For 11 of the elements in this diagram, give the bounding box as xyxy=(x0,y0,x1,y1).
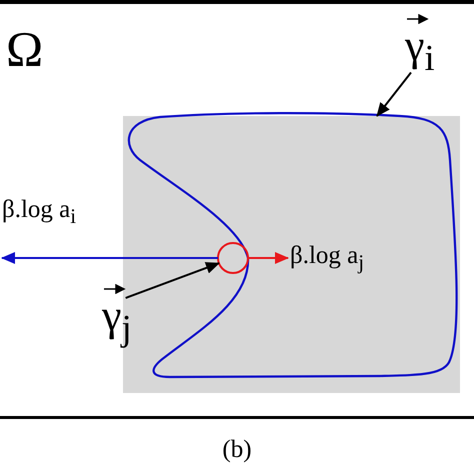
leader-arrow xyxy=(125,262,220,299)
vector-label: β.log a$_{j}$ xyxy=(290,242,364,274)
domain-frame xyxy=(0,0,474,419)
vector-label: γ$_{i}$ xyxy=(405,24,435,76)
vector-label: γ$_{j}$ xyxy=(102,294,132,346)
caption: (b) xyxy=(221,437,253,462)
circle-marker xyxy=(217,242,249,274)
leader-arrow xyxy=(376,72,412,117)
leader-arrow xyxy=(248,252,289,264)
vector-arrow xyxy=(1,252,218,264)
domain-label: Ω xyxy=(6,24,44,74)
